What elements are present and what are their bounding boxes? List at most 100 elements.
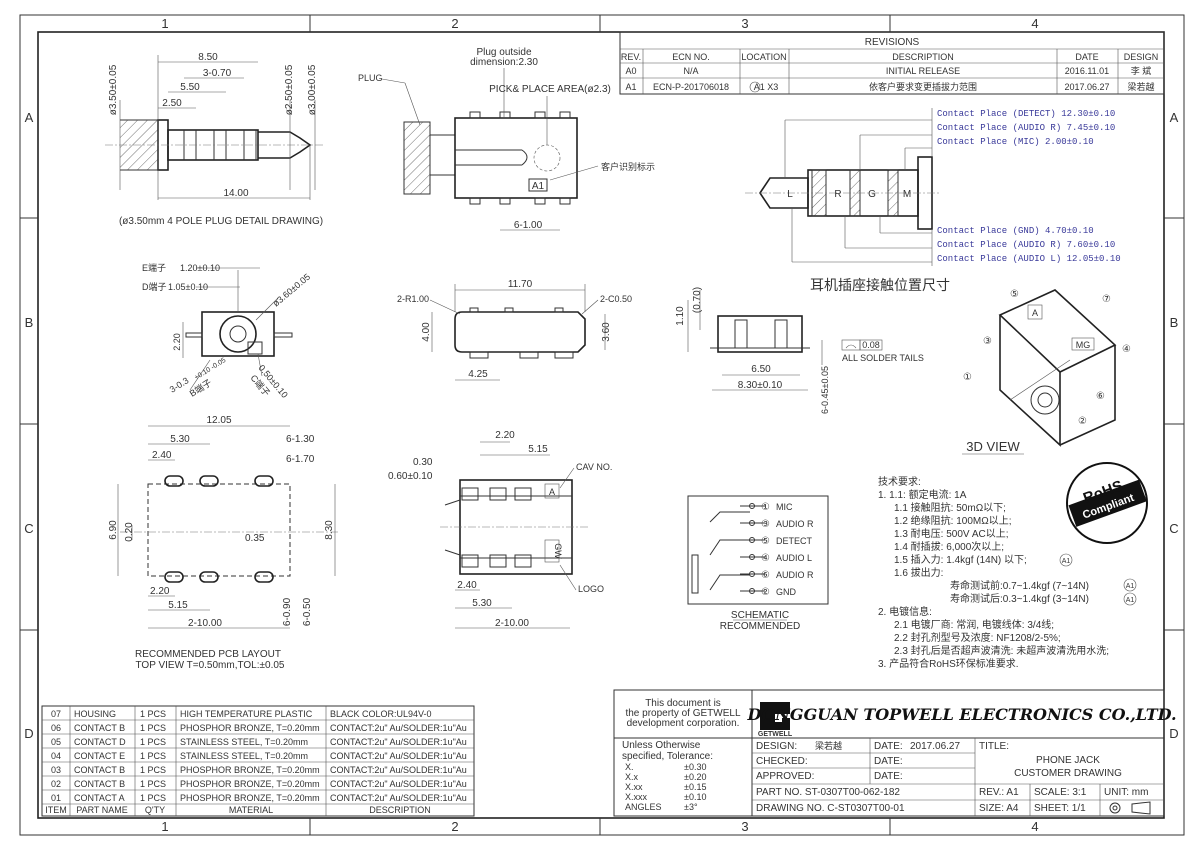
bom-04-part: CONTACT E: [74, 751, 125, 761]
plug-dim-dia-3-00: ø3.00±0.05: [307, 64, 318, 115]
spec-line-9: 2. 电镀信息:: [878, 605, 932, 618]
plug-dim-5-50: 5.50: [180, 82, 200, 93]
schematic-pin-3-num: ⑤: [761, 536, 770, 547]
plug-dimensions: 8.50 3-0.70 5.50 2.50 14.00 ø3.50±0.05 ø…: [108, 52, 318, 200]
jack-end-view: E端子 1.20±0.10 D端子 1.05±0.10 ø3.60±0.05 2…: [142, 262, 312, 400]
company-name: DONGGUAN TOPWELL ELECTRONICS CO.,LTD.: [746, 705, 1176, 724]
date-label-2: DATE:: [874, 756, 903, 767]
front-dim-c0-50: 2-C0.50: [600, 294, 632, 304]
title-line-1: PHONE JACK: [1036, 755, 1100, 766]
rev-row-1-desc: 依客户要求变更插拔力范围: [869, 81, 977, 92]
date-value: 2017.06.27: [910, 741, 960, 752]
spec-line-1: 1.1 接触阻抗: 50mΩ以下;: [894, 501, 1006, 514]
design-value: 梁若越: [815, 740, 842, 751]
title-block: This document is the property of GETWELL…: [613, 689, 1177, 817]
bom-02-item: 02: [51, 779, 61, 789]
bottom-mark-a: A: [549, 487, 555, 497]
iso-caption: 3D VIEW: [966, 439, 1020, 454]
pcb-dim-5-15: 5.15: [168, 600, 188, 611]
jack-bottom-view: A GW 2.20 5.15 0.30 0.60±0.10 CAV NO. LO…: [388, 430, 612, 629]
bom-07-qty: 1 PCS: [140, 709, 166, 719]
bom-04-material: STAINLESS STEEL, T=0.20mm: [180, 751, 308, 761]
bom-06-item: 06: [51, 723, 61, 733]
iso-callout-5: ⑤: [1010, 289, 1019, 300]
pcb-caption-2: TOP VIEW T=0.50mm,TOL:±0.05: [136, 660, 285, 671]
rev-header-date: DATE: [1075, 52, 1098, 62]
rev-row-1-location: A1 X3: [754, 82, 779, 92]
end-dim-3-0-3: 3-0.3: [168, 375, 191, 394]
grid-row-left-a: A: [25, 110, 34, 125]
pcb-dim-2-10-00: 2-10.00: [188, 618, 222, 629]
tol-xxxx-value: ±0.10: [684, 792, 706, 802]
bom-02-desc: CONTACT:2u" Au/SOLDER:1u"Au: [330, 779, 467, 789]
bom-row-05: 05 CONTACT D 1 PCS STAINLESS STEEL, T=0.…: [51, 737, 467, 747]
bom-03-qty: 1 PCS: [140, 765, 166, 775]
bom-04-item: 04: [51, 751, 61, 761]
rev-row-0-design: 李 斌: [1131, 65, 1152, 76]
spec-rev-tag-3: A1: [1126, 597, 1135, 604]
bom-04-desc: CONTACT:2u" Au/SOLDER:1u"Au: [330, 751, 467, 761]
bom-05-qty: 1 PCS: [140, 737, 166, 747]
iso-callout-4: ④: [1122, 344, 1131, 355]
rev-row-0-rev: A0: [625, 66, 636, 76]
schematic-view: ① MIC ③ AUDIO R ⑤ DETECT ④ AUDIO L ⑥ AUD…: [687, 495, 829, 632]
contact-bottom-audio-r: Contact Place (AUDIO R) 7.60±0.10: [937, 240, 1115, 250]
size-field: SIZE: A4: [979, 803, 1019, 814]
bom-05-material: STAINLESS STEEL, T=0.20mm: [180, 737, 308, 747]
e-terminal-label: E端子: [142, 262, 166, 273]
spec-line-10: 2.1 电镀厂商: 常润, 电镀线体: 3/4线;: [894, 618, 1054, 631]
approved-label: APPROVED:: [756, 771, 814, 782]
notice-line-1: This document is: [645, 698, 721, 709]
contact-bottom-gnd: Contact Place (GND) 4.70±0.10: [937, 226, 1094, 236]
checked-label: CHECKED:: [756, 756, 808, 767]
plug-detail-caption: (ø3.50mm 4 POLE PLUG DETAIL DRAWING): [119, 216, 323, 227]
notice-line-2: the property of GETWELL: [625, 708, 740, 719]
pcb-dim-6-1-30: 6-1.30: [286, 434, 315, 445]
tolerance-block: Unless Otherwise specified, Tolerance: X…: [622, 740, 713, 812]
plug-outside-note-1: Plug outside: [476, 47, 531, 58]
revisions-table: REVISIONS REV. ECN NO. LOCATION DESCRIPT…: [619, 31, 1165, 95]
iso-callout-3: ③: [983, 336, 992, 347]
bom-07-item: 07: [51, 709, 61, 719]
iso-callout-2: ②: [1078, 416, 1087, 427]
schematic-pin-2-num: ③: [761, 519, 770, 530]
end-dim-2-20: 2.20: [172, 333, 182, 351]
bottom-logo-note: LOGO: [578, 584, 604, 594]
schematic-pin-3-name: DETECT: [776, 536, 813, 546]
bom-row-04: 04 CONTACT E 1 PCS STAINLESS STEEL, T=0.…: [51, 751, 467, 761]
grid-col-top-1: 1: [161, 16, 168, 31]
spec-line-3: 1.3 耐电压: 500V AC以上;: [894, 527, 1009, 540]
grid-col-labels: 1 2 3 4 1 2 3 4: [161, 16, 1038, 834]
contact-segment-g: G: [868, 189, 876, 200]
scale-field: SCALE: 3:1: [1034, 787, 1087, 798]
contact-top-audio-r: Contact Place (AUDIO R) 7.45±0.10: [937, 123, 1115, 133]
schematic-pin-6-name: GND: [776, 587, 797, 597]
design-label: DESIGN:: [756, 741, 797, 752]
end-dim-3-0-3-tol: +0.10 -0.05: [193, 357, 227, 382]
contact-segment-m: M: [903, 189, 911, 200]
tol-xxx-value: ±0.15: [684, 782, 706, 792]
spec-line-0: 1. 1.1: 额定电流: 1A: [878, 488, 967, 501]
rev-row-1-ecn: ECN-P-201706018: [653, 82, 729, 92]
spec-title: 技术要求:: [878, 475, 921, 488]
contact-top-detect: Contact Place (DETECT) 12.30±0.10: [937, 109, 1115, 119]
bom-row-07: 07 HOUSING 1 PCS HIGH TEMPERATURE PLASTI…: [51, 709, 432, 719]
schematic-caption-2: RECOMMENDED: [720, 621, 801, 632]
tol-xx-value: ±0.20: [684, 772, 706, 782]
bom-header-item: ITEM: [45, 805, 67, 815]
e-terminal-dim: 1.20±0.10: [180, 263, 220, 273]
pcb-dim-0-35: 0.35: [245, 533, 265, 544]
jack-front-view: 11.70 2-R1.00 2-C0.50 4.00 3.60 4.25: [397, 279, 632, 381]
title-line-2: CUSTOMER DRAWING: [1014, 768, 1122, 779]
plug-dim-dia-2-50: ø2.50±0.05: [284, 64, 295, 115]
rev-row-0-desc: INITIAL RELEASE: [886, 66, 960, 76]
tol-xxxx-label: X.xxx: [625, 792, 648, 802]
rev-header-location: LOCATION: [741, 52, 786, 62]
grid-row-left-b: B: [25, 315, 34, 330]
bottom-dim-5-30: 5.30: [472, 598, 492, 609]
company-logo: GETWELL: [758, 702, 793, 738]
grid-row-right-a: A: [1170, 110, 1179, 125]
rev-header-rev: REV.: [621, 52, 641, 62]
spec-line-8: 寿命测试后:0.3~1.4kgf (3~14N): [950, 592, 1089, 605]
iso-3d-view: A MG ① ② ③ ④ ⑤ ⑥ ⑦ 3D VIEW: [962, 289, 1131, 455]
